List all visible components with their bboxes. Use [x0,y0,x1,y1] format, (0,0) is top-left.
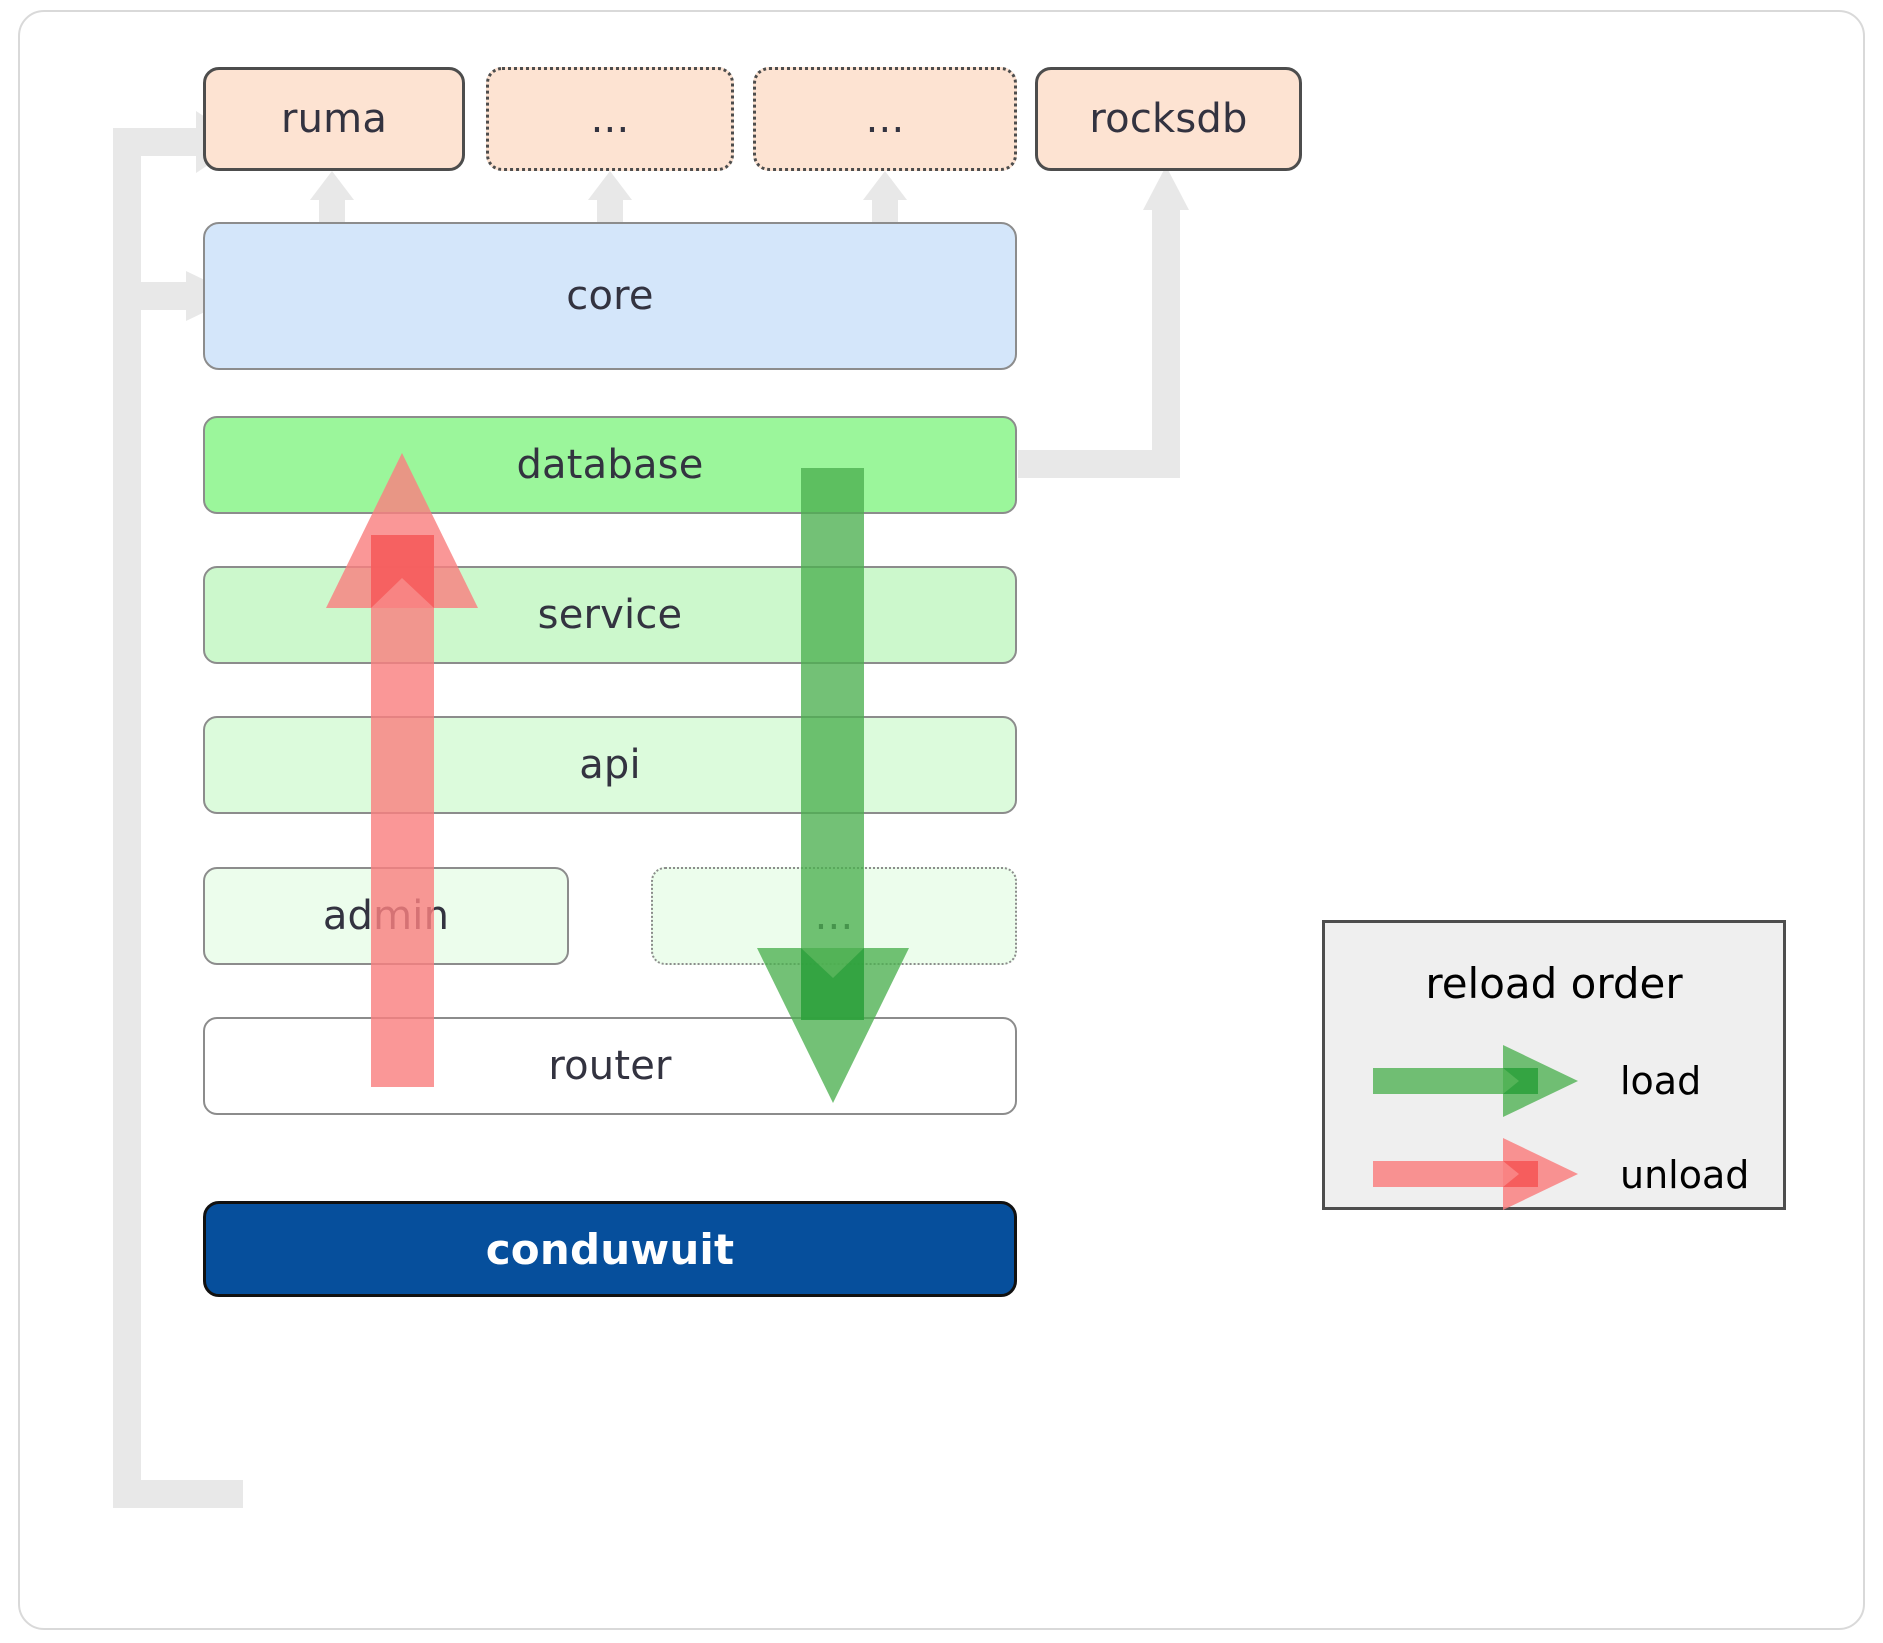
node-service[interactable]: service [203,566,1017,664]
node-router[interactable]: router [203,1017,1017,1115]
node-conduwuit[interactable]: conduwuit [203,1201,1017,1297]
legend-swatch-layer [1373,1045,1578,1210]
node-top-ellipsis-1-label: ... [590,96,630,142]
node-router-label: router [548,1043,672,1089]
node-rocksdb-label: rocksdb [1089,96,1248,142]
node-api[interactable]: api [203,716,1017,814]
legend-swatch-unload [1373,1138,1578,1210]
node-rocksdb[interactable]: rocksdb [1035,67,1302,171]
legend-swatch-load [1373,1045,1578,1117]
node-top-ellipsis-1[interactable]: ... [486,67,734,171]
node-api-label: api [579,742,641,788]
legend-title: reload order [1425,959,1683,1008]
node-admin-label: admin [322,893,450,939]
node-database[interactable]: database [203,416,1017,514]
legend-reload-order: reload order load unload [1322,920,1786,1210]
node-top-ellipsis-2[interactable]: ... [753,67,1017,171]
node-row-ellipsis-label: ... [814,893,854,939]
node-row-ellipsis[interactable]: ... [651,867,1017,965]
node-admin[interactable]: admin [203,867,569,965]
node-top-ellipsis-2-label: ... [865,96,905,142]
legend-label-load: load [1620,1059,1702,1103]
node-conduwuit-label: conduwuit [485,1224,735,1274]
node-core[interactable]: core [203,222,1017,370]
node-ruma-label: ruma [280,96,388,142]
node-core-label: core [566,273,654,319]
node-service-label: service [537,592,683,638]
node-ruma[interactable]: ruma [203,67,465,171]
legend-label-unload: unload [1620,1153,1750,1197]
node-database-label: database [516,442,704,488]
